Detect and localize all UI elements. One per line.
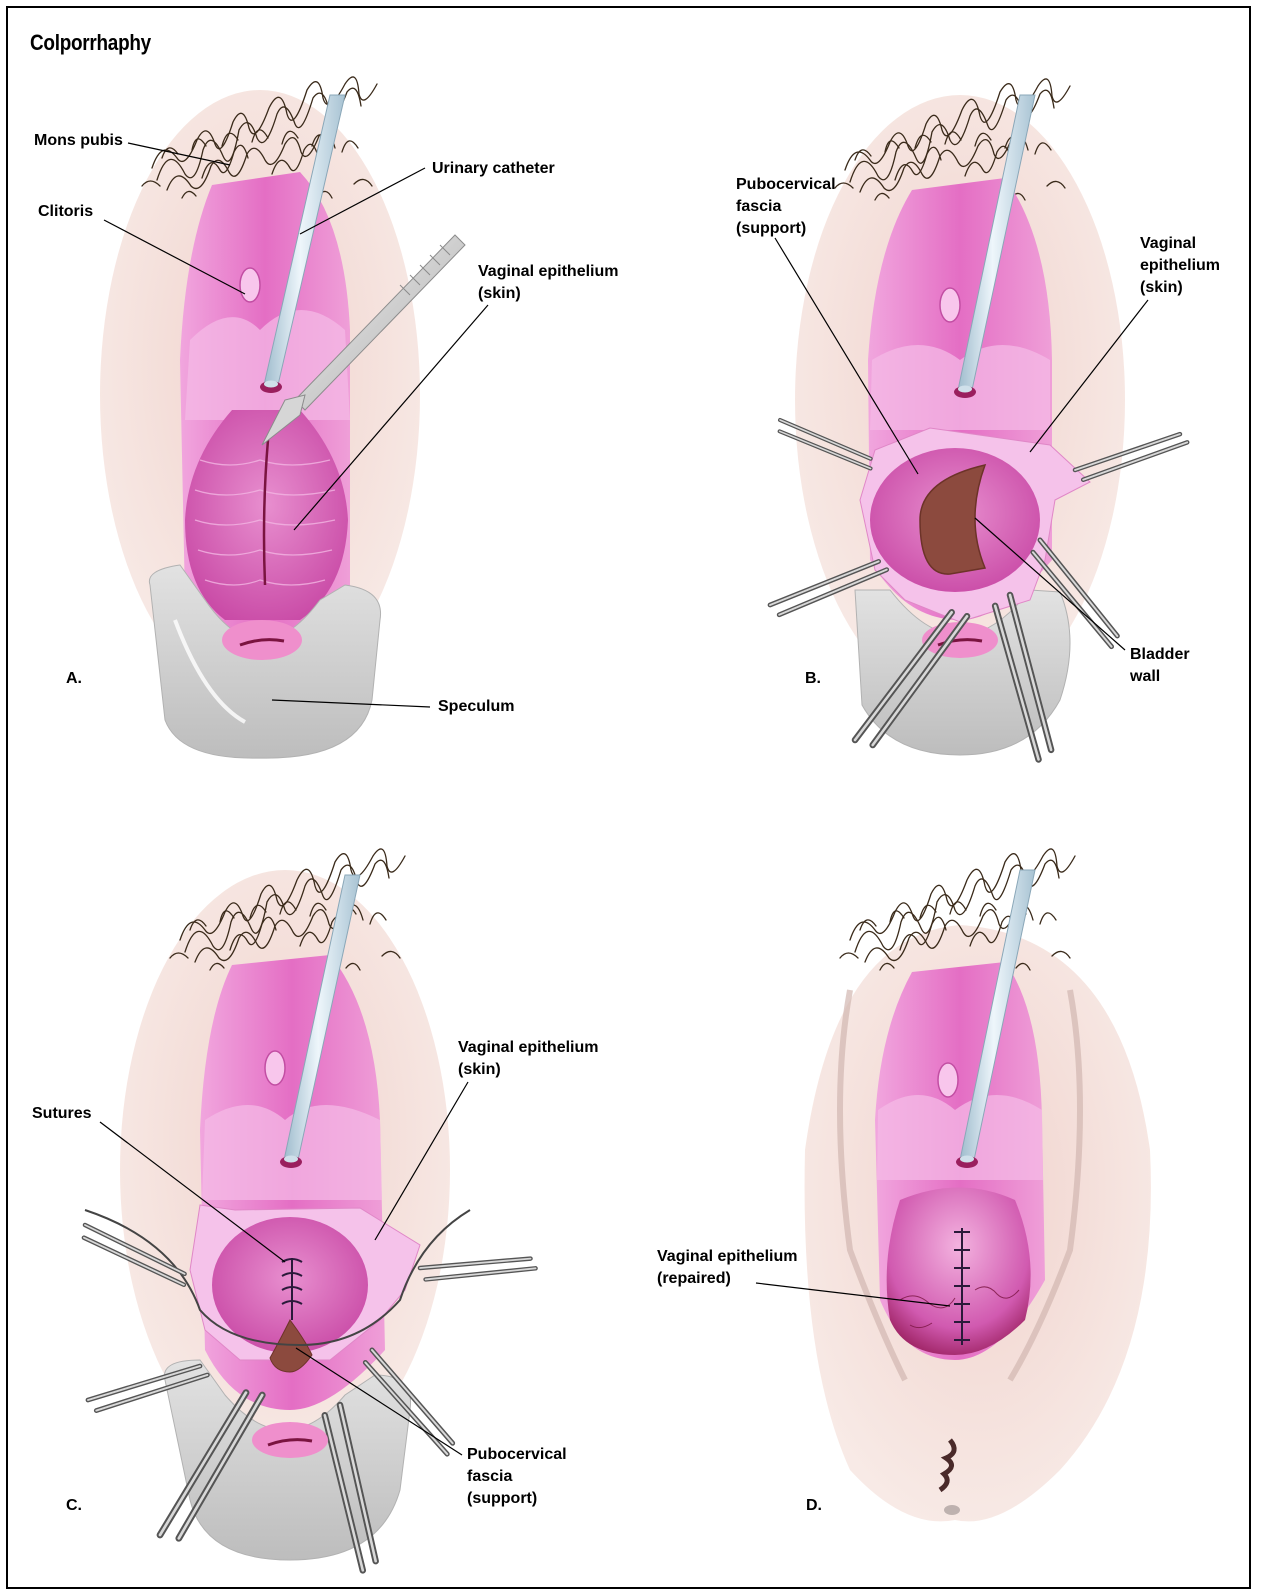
label-bladder-wall-2: wall: [1129, 668, 1160, 685]
label-vaginal-b-2: epithelium: [1140, 257, 1220, 274]
panel-letter-b: B.: [805, 670, 821, 687]
label-speculum: Speculum: [438, 698, 514, 715]
clitoris: [265, 1051, 285, 1085]
label-vaginal-epithelium-a-1: Vaginal epithelium: [478, 263, 618, 280]
clitoris: [940, 288, 960, 322]
clitoris: [938, 1063, 958, 1097]
label-repaired-2: (repaired): [657, 1270, 731, 1287]
label-sutures: Sutures: [32, 1105, 92, 1122]
label-pubocervical-c-2: fascia: [467, 1468, 512, 1485]
label-pubocervical-b-3: (support): [736, 220, 806, 237]
label-repaired-1: Vaginal epithelium: [657, 1248, 797, 1265]
label-vaginal-b-3: (skin): [1140, 279, 1183, 296]
panel-letter-d: D.: [806, 1497, 822, 1514]
label-vaginal-epithelium-c-2: (skin): [458, 1061, 501, 1078]
repaired-epithelium: [887, 1188, 1031, 1356]
clitoris: [240, 268, 260, 302]
panel-d: Vaginal epithelium (repaired) D.: [657, 849, 1151, 1521]
label-urinary-catheter: Urinary catheter: [432, 160, 555, 177]
label-pubocervical-c-1: Pubocervical: [467, 1446, 567, 1463]
panel-a: Mons pubis Urinary catheter Clitoris Vag…: [34, 77, 618, 758]
panel-letter-a: A.: [66, 670, 82, 687]
label-pubocervical-b-2: fascia: [736, 198, 781, 215]
label-mons-pubis: Mons pubis: [34, 132, 123, 149]
label-vaginal-epithelium-a-2: (skin): [478, 285, 521, 302]
panel-c: Vaginal epithelium (skin) Sutures Puboce…: [32, 849, 598, 1570]
label-vaginal-b-1: Vaginal: [1140, 235, 1196, 252]
label-pubocervical-b-1: Pubocervical: [736, 176, 836, 193]
label-vaginal-epithelium-c-1: Vaginal epithelium: [458, 1039, 598, 1056]
panel-letter-c: C.: [66, 1497, 82, 1514]
label-pubocervical-c-3: (support): [467, 1490, 537, 1507]
label-bladder-wall-1: Bladder: [1130, 646, 1190, 663]
label-clitoris: Clitoris: [38, 203, 93, 220]
panel-b: Pubocervical fascia (support) Vaginal ep…: [736, 79, 1220, 761]
